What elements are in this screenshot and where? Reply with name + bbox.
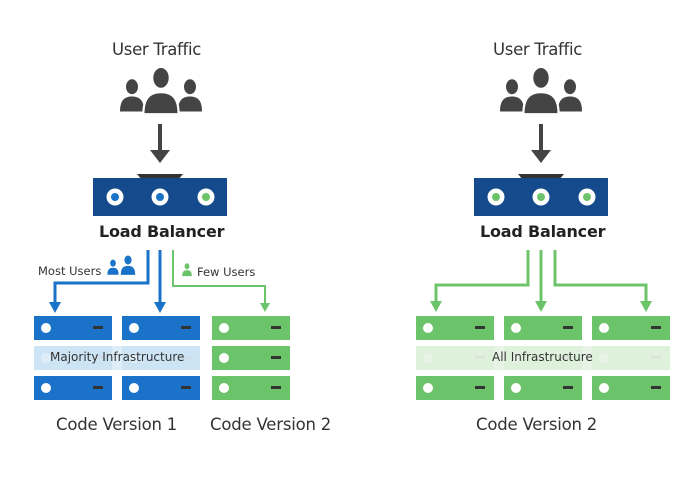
most-users-icon	[107, 255, 136, 275]
blue-route-left	[53, 250, 150, 305]
all-infrastructure-label: All Infrastructure	[492, 350, 593, 364]
traffic-arrow	[150, 124, 170, 163]
code-version-2-label-right: Code Version 2	[476, 415, 598, 434]
code-version-1-label: Code Version 1	[56, 415, 178, 434]
green-arrowhead-left	[260, 303, 270, 312]
traffic-arrow-right	[531, 124, 551, 163]
users-group-icon-right	[500, 65, 582, 116]
load-balancer-icon-right	[474, 174, 608, 216]
left-load-balancer-label: Load Balancer	[99, 222, 225, 241]
most-users-label: Most Users	[38, 264, 102, 278]
server-rack-blue-2	[122, 316, 200, 400]
right-title: User Traffic	[493, 40, 583, 59]
users-group-icon	[120, 65, 202, 116]
few-users-icon	[182, 263, 192, 277]
load-balancer-icon	[93, 174, 227, 216]
code-version-2-label-left: Code Version 2	[210, 415, 332, 434]
few-users-label: Few Users	[197, 265, 256, 279]
green-route-left	[172, 250, 266, 305]
blue-route-middle	[154, 250, 166, 313]
majority-band-label: Majority Infrastructure	[50, 350, 185, 364]
left-title: User Traffic	[112, 40, 202, 59]
right-load-balancer-label: Load Balancer	[480, 222, 606, 241]
server-rack-green-left	[212, 316, 290, 400]
blue-arrowhead-left	[49, 302, 61, 313]
green-arrowheads-right	[430, 301, 652, 312]
majority-band	[34, 346, 200, 370]
green-routes-right	[434, 250, 648, 303]
all-infrastructure-band	[416, 346, 670, 370]
